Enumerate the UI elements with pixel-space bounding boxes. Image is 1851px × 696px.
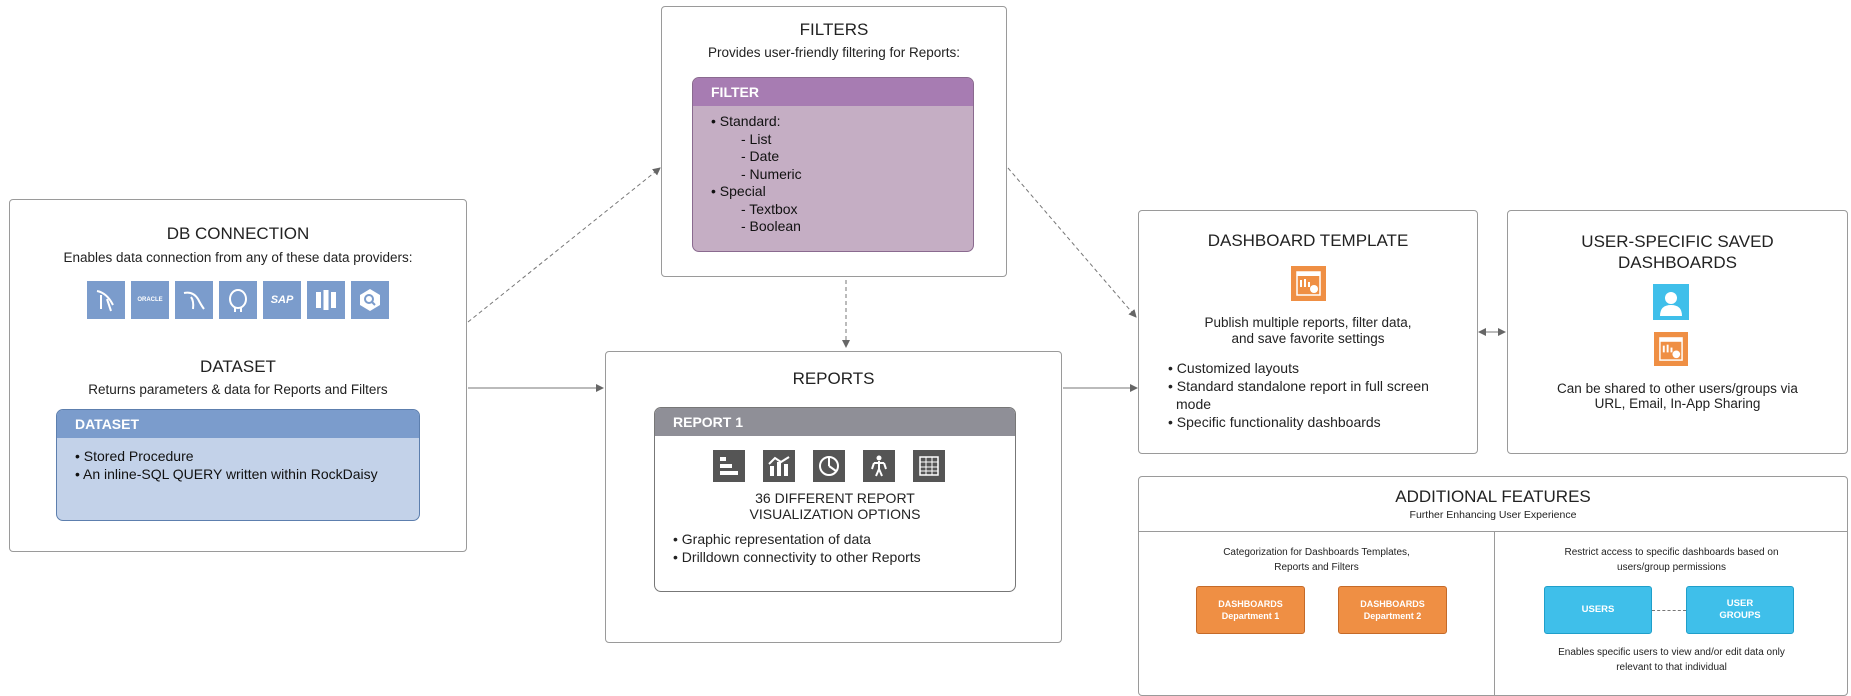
dashboard-feature: • Standard standalone report in full scr… [1168,378,1429,394]
dashboards-department-2-box: DASHBOARDS Department 2 [1338,586,1447,634]
table-grid-icon [913,450,945,482]
reports-panel: REPORTS REPORT 1 36 DIFFERENT REPORT VIS… [605,351,1062,643]
user-saved-desc: Can be shared to other users/groups via [1557,381,1798,396]
permissions-desc: Restrict access to specific dashboards b… [1564,547,1779,558]
dashboard-feature: • Customized layouts [1168,360,1299,376]
filter-item: - Date [741,148,780,164]
filter-item: • Special [711,183,766,199]
dataset-item: • An inline-SQL QUERY written within Roc… [75,465,378,482]
categorization-desc: Categorization for Dashboards Templates, [1223,547,1410,558]
arrow-filters-to-dashboard [1007,167,1137,318]
user-saved-desc: URL, Email, In-App Sharing [1594,396,1761,411]
filter-item: - Boolean [741,218,801,234]
visualization-icons [713,450,945,482]
report-card-header: REPORT 1 [655,408,1015,436]
db-connection-panel: DB CONNECTION Enables data connection fr… [9,199,467,552]
user-icon [1653,284,1689,320]
dataset-card: DATASET • Stored Procedure • An inline-S… [56,409,420,521]
dashboard-feature: mode [1176,396,1212,412]
features-divider [1139,531,1847,532]
report-item: • Drilldown connectivity to other Report… [673,549,921,565]
body-map-icon [863,450,895,482]
viz-options-line2: VISUALIZATION OPTIONS [749,506,921,522]
combo-chart-icon [763,450,795,482]
dashboard-icon [1291,266,1326,301]
report-card: REPORT 1 36 DIFFERENT REPORT VISUALIZATI… [654,407,1016,592]
postgresql-logo-icon [219,281,257,319]
pie-chart-icon [813,450,845,482]
dataset-title: DATASET [200,357,276,376]
arrow-db-to-filters [467,167,661,323]
dataset-subtitle: Returns parameters & data for Reports an… [88,382,388,397]
filter-item: - Numeric [741,165,802,182]
dashboard-template-desc: Publish multiple reports, filter data, [1204,315,1412,330]
filters-title: FILTERS [799,20,869,39]
user-saved-title: DASHBOARDS [1617,253,1738,272]
user-saved-title: USER-SPECIFIC SAVED [1581,232,1774,251]
mysql-logo-icon [175,281,213,319]
dataset-item: • Stored Procedure [75,448,194,464]
user-groups-box: USER GROUPS [1686,586,1794,634]
bigquery-logo-icon [351,281,389,319]
sap-logo-icon: SAP [263,281,301,319]
permissions-footnote: Enables specific users to view and/or ed… [1558,647,1785,658]
filter-item: - List [741,130,772,147]
filter-item: • Standard: [711,113,781,129]
additional-features-panel: ADDITIONAL FEATURES Further Enhancing Us… [1138,476,1848,696]
filter-card-header: FILTER [693,78,973,106]
user-saved-dashboards-panel: USER-SPECIFIC SAVED DASHBOARDS Can be sh… [1507,210,1848,454]
dashboard-template-panel: DASHBOARD TEMPLATE Publish multiple repo… [1138,210,1478,454]
oracle-logo-icon: ORACLE [131,281,169,319]
report-item: • Graphic representation of data [673,531,871,547]
db-connection-title: DB CONNECTION [166,224,310,243]
users-groups-link [1652,610,1686,611]
dashboard-template-title: DASHBOARD TEMPLATE [1207,231,1409,250]
columns-logo-icon [307,281,345,319]
data-provider-logos: ORACLE SAP [87,281,389,319]
dashboards-department-1-box: DASHBOARDS Department 1 [1196,586,1305,634]
dataset-card-header: DATASET [57,410,419,438]
filters-subtitle: Provides user-friendly filtering for Rep… [707,45,961,60]
dashboard-feature: • Specific functionality dashboards [1168,414,1381,430]
db-dolphin-logo-icon [87,281,125,319]
permissions-desc: users/group permissions [1617,562,1726,573]
users-box: USERS [1544,586,1652,634]
filter-card: FILTER • Standard: - List - Date - Numer… [692,77,974,252]
permissions-footnote: relevant to that individual [1616,662,1727,673]
features-column-divider [1494,531,1495,695]
bar-chart-icon [713,450,745,482]
additional-features-title: ADDITIONAL FEATURES [1395,487,1591,506]
db-connection-subtitle: Enables data connection from any of thes… [63,250,413,265]
categorization-desc: Reports and Filters [1274,562,1359,573]
dashboard-template-desc: and save favorite settings [1231,331,1385,346]
reports-title: REPORTS [792,369,875,388]
filter-item: - Textbox [741,200,798,217]
dashboard-icon [1654,332,1688,366]
filters-panel: FILTERS Provides user-friendly filtering… [661,6,1007,277]
additional-features-subtitle: Further Enhancing User Experience [1409,509,1577,521]
viz-options-line1: 36 DIFFERENT REPORT [755,490,915,506]
